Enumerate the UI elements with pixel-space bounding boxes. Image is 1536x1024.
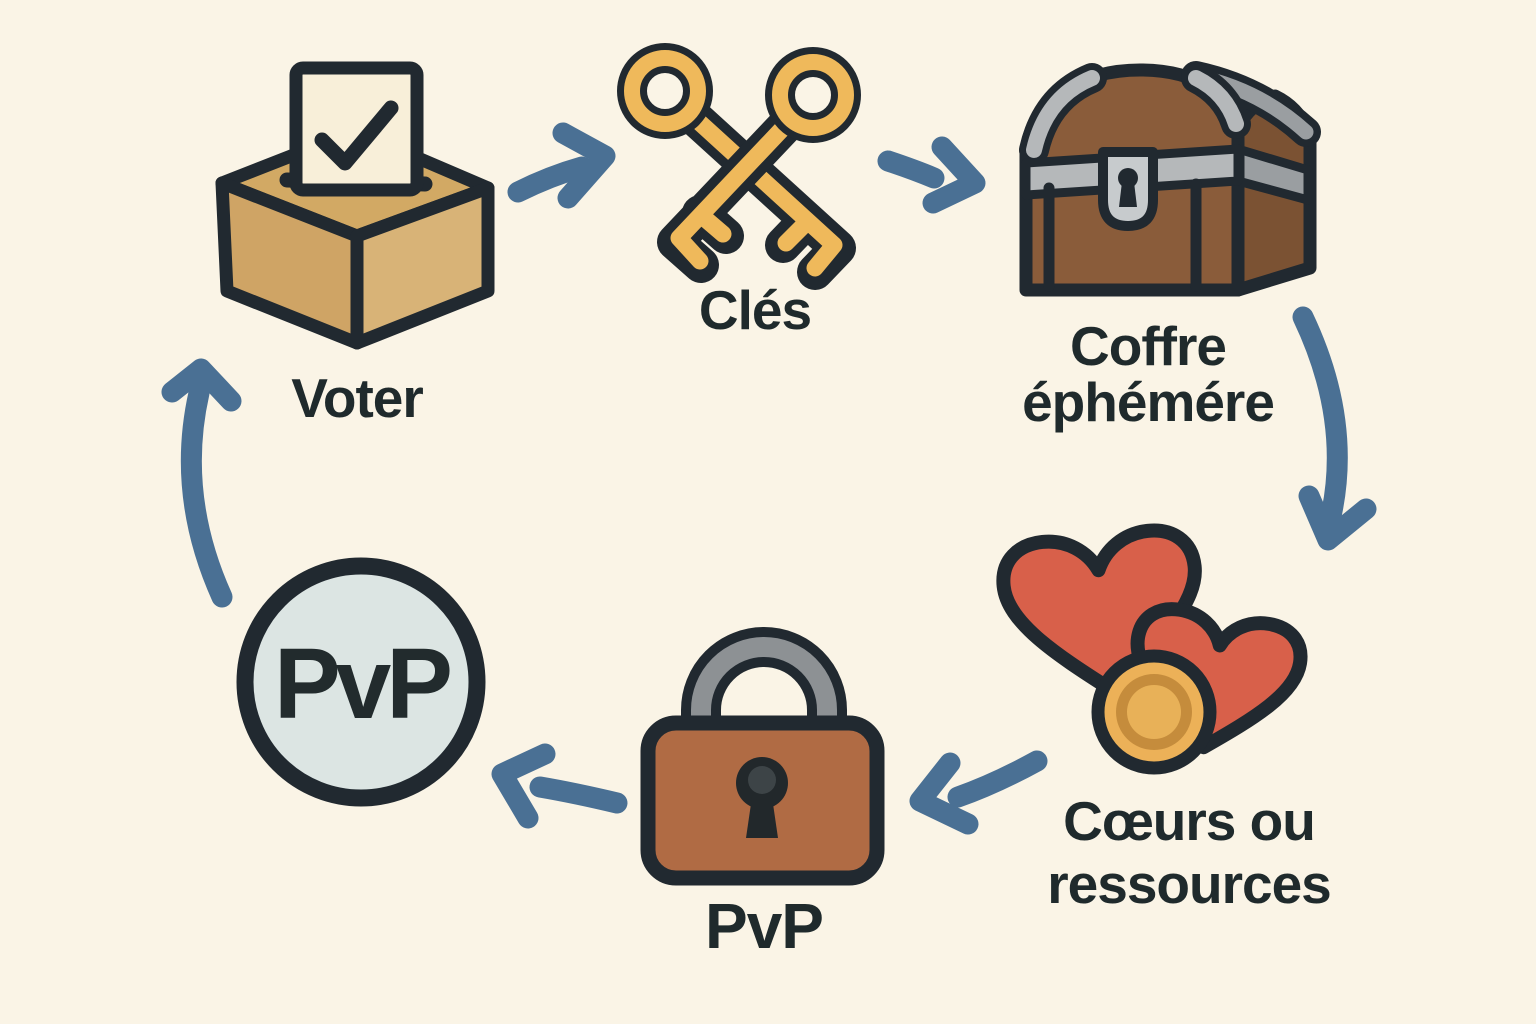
hearts-coin-icon bbox=[996, 523, 1308, 775]
arrow-pvplock-to-badge bbox=[491, 743, 628, 829]
coin-icon bbox=[1091, 649, 1217, 775]
padlock-icon bbox=[640, 627, 885, 886]
coeurs-label: Cœurs ou ressources bbox=[1047, 790, 1332, 916]
padlock-keyhole-icon bbox=[736, 757, 788, 838]
treasure-chest-icon bbox=[1019, 61, 1321, 297]
arrow-voter-to-cles bbox=[507, 122, 616, 209]
crossed-keys-icon bbox=[617, 43, 861, 290]
coeurs-label-line1: Cœurs ou bbox=[1063, 790, 1316, 852]
voter-label: Voter bbox=[291, 367, 424, 429]
ballot-box-icon bbox=[215, 61, 495, 350]
coffre-label-line1: Coffre bbox=[1070, 315, 1227, 377]
key-left bbox=[617, 43, 856, 290]
pvp-lock-label: PvP bbox=[705, 890, 824, 962]
arrow-coeurs-to-pvplock bbox=[909, 750, 1048, 835]
cles-label: Clés bbox=[698, 279, 812, 341]
coffre-label-line2: éphémére bbox=[1022, 371, 1275, 433]
coeurs-label-line2: ressources bbox=[1047, 853, 1332, 915]
arrow-coffre-to-coeurs bbox=[1292, 306, 1377, 551]
key-right bbox=[657, 47, 861, 283]
pvp-circle-badge: PvP bbox=[236, 557, 486, 807]
pvp-badge-text: PvP bbox=[274, 628, 450, 740]
arrow-cles-to-coffre bbox=[877, 136, 986, 214]
coffre-label: Coffre éphémére bbox=[1022, 315, 1275, 433]
arrow-badge-to-voter bbox=[161, 358, 242, 608]
